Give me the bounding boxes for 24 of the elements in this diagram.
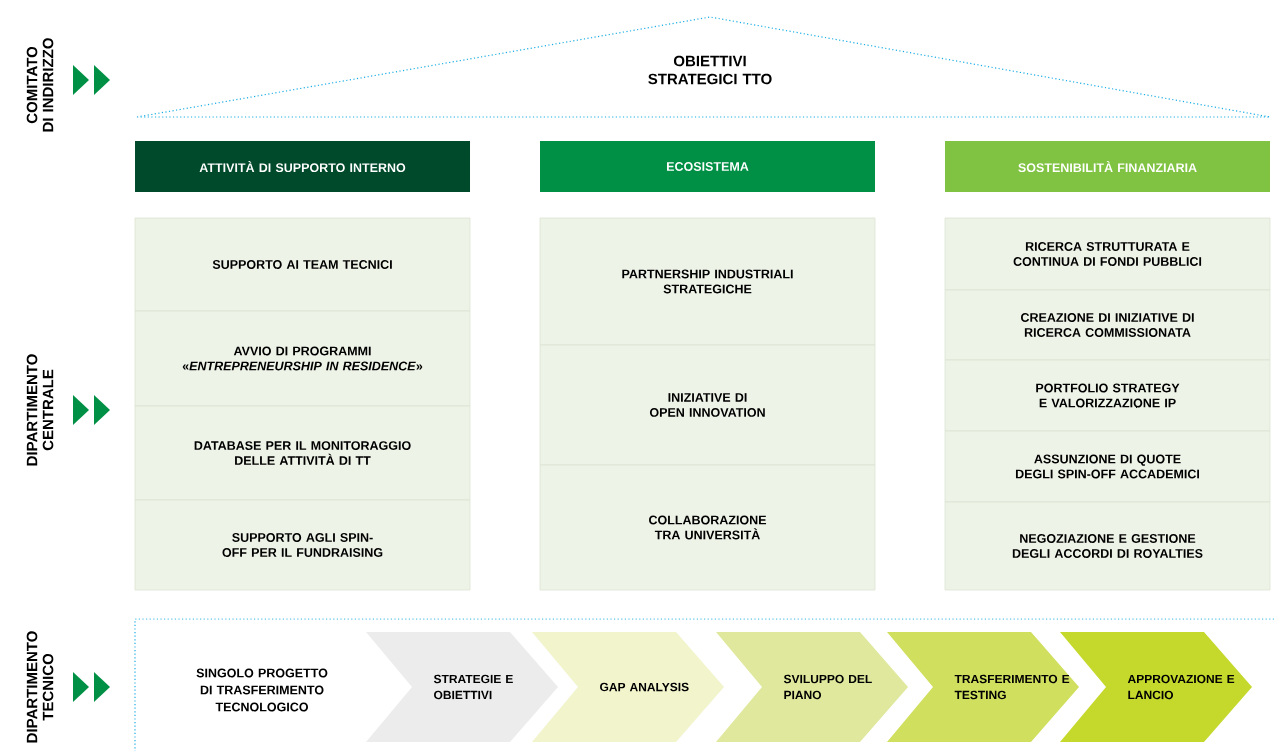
chevron-step: GAP ANALYSIS	[532, 632, 724, 742]
activity-box: PARTNERSHIP INDUSTRIALI STRATEGICHE	[539, 217, 876, 346]
activity-box: DATABASE PER IL MONITORAGGIO DELLE ATTIVITÀ DI TT	[134, 405, 471, 501]
activity-box: COLLABORAZIONE TRA UNIVERSITÀ	[539, 464, 876, 591]
activity-box: CREAZIONE DI INIZIATIVE DI RICERCA COMMISSIONATA	[944, 289, 1271, 361]
chevron-step: TRASFERIMENTO E TESTING	[887, 632, 1079, 742]
project-text: SINGOLO PROGETTO DI TRASFERIMENTO TECNOLOGICO	[196, 668, 328, 712]
chevron-step: SVILUPPO DEL PIANO	[716, 632, 908, 742]
activity-box: INIZIATIVE DI OPEN INNOVATION	[539, 344, 876, 466]
roof-triangle: OBIETTIVI STRATEGICI TTO	[136, 16, 1271, 118]
activity-box: SUPPORTO AI TEAM TECNICI	[134, 217, 471, 312]
header-bar: ATTIVITÀ DI SUPPORTO INTERNO	[135, 141, 470, 192]
activity-box: ASSUNZIONE DI QUOTE DEGLI SPIN-OFF ACCADEMICI	[944, 430, 1271, 503]
side-label: DIPARTIMENTO CENTRALE	[26, 354, 54, 466]
activity-box: SUPPORTO AGLI SPIN-OFF PER IL FUNDRAISING	[134, 499, 471, 591]
activity-box: RICERCA STRUTTURATA E CONTINUA DI FONDI PUBBLICI	[944, 217, 1271, 291]
side-label: COMITATO DI INDIRIZZO	[26, 38, 54, 132]
activity-box: PORTFOLIO STRATEGY E VALORIZZAZIONE IP	[944, 359, 1271, 432]
chevron-step: STRATEGIE E OBIETTIVI	[366, 632, 558, 742]
side-label: DIPARTIMENTO TECNICO	[26, 631, 54, 743]
header-bar: SOSTENIBILITÀ FINANZIARIA	[945, 141, 1270, 192]
activity-box: AVVIO DI PROGRAMMI «ENTREPRENEURSHIP IN RESIDENCE»	[134, 310, 471, 407]
header-bar: ECOSISTEMA	[540, 141, 875, 192]
activity-box: NEGOZIAZIONE E GESTIONE DEGLI ACCORDI DI ROYALTIES	[944, 501, 1271, 591]
